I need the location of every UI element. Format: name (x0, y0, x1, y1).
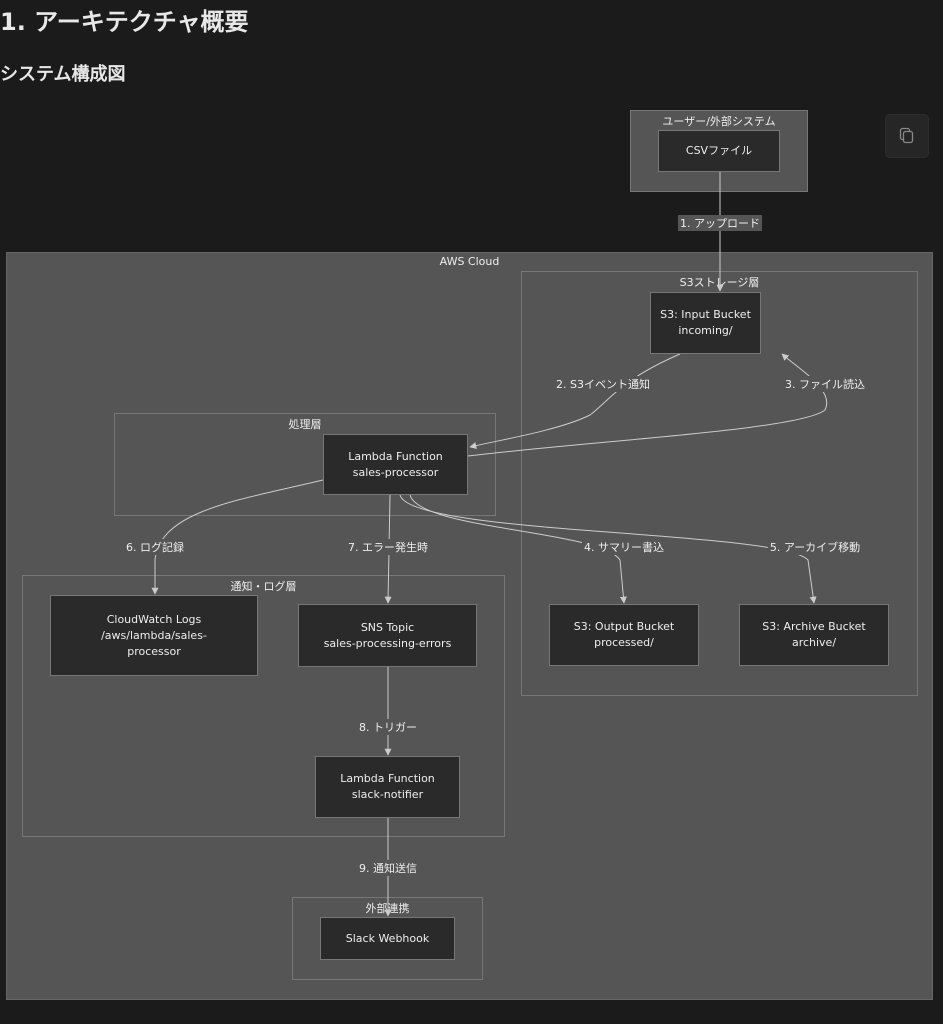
edge-label-2: 2. S3イベント通知 (554, 376, 652, 392)
node-text: archive/ (791, 636, 837, 649)
node-lambda-sales-processor[interactable]: Lambda Function sales-processor (323, 434, 468, 495)
edge-label-7: 7. エラー発生時 (346, 539, 430, 555)
node-text: S3: Archive Bucket (762, 620, 866, 633)
group-processing: 処理層 (114, 413, 496, 516)
node-sns-topic[interactable]: SNS Topic sales-processing-errors (298, 604, 477, 667)
node-text: /aws/lambda/sales- (101, 628, 207, 642)
node-csv-file[interactable]: CSVファイル (658, 130, 780, 172)
node-text: slack-notifier (351, 788, 424, 801)
node-text: Lambda Function (340, 772, 435, 785)
node-archive-bucket[interactable]: S3: Archive Bucket archive/ (739, 604, 889, 666)
node-text: CloudWatch Logs (106, 612, 202, 626)
group-aws-label: AWS Cloud (439, 255, 500, 268)
copy-icon (899, 127, 914, 144)
edge-label-6: 6. ログ記録 (124, 539, 186, 555)
node-text: CSVファイル (685, 144, 753, 157)
copy-button[interactable] (885, 114, 929, 158)
group-notify-label: 通知・ログ層 (230, 580, 297, 593)
node-text: Slack Webhook (345, 931, 430, 945)
edge-label-9: 9. 通知送信 (357, 860, 419, 876)
edge-6 (151, 479, 324, 595)
edge-label-3: 3. ファイル読込 (783, 376, 867, 392)
group-processing-label: 処理層 (288, 418, 322, 431)
node-text: sales-processing-errors (323, 636, 452, 650)
group-s3-label: S3ストレージ層 (679, 276, 760, 289)
edge-label-5: 5. アーカイブ移動 (767, 539, 863, 555)
node-slack-webhook[interactable]: Slack Webhook (320, 917, 455, 960)
edge-label-4: 4. サマリー書込 (582, 539, 666, 555)
edge-3 (467, 353, 828, 457)
node-text: sales-processor (352, 465, 439, 479)
node-text: S3: Input Bucket (660, 308, 751, 321)
edge-label-1: 1. アップロード (678, 215, 762, 231)
page-title: 1. アーキテクチャ概要 (0, 8, 249, 36)
node-text: incoming/ (678, 324, 733, 337)
node-text: processor (127, 644, 181, 658)
edge-label-8: 8. トリガー (357, 719, 419, 735)
node-text: S3: Output Bucket (573, 620, 675, 633)
node-lambda-slack-notifier[interactable]: Lambda Function slack-notifier (315, 756, 460, 818)
group-notify: 通知・ログ層 (22, 575, 505, 837)
node-text: processed/ (594, 636, 654, 649)
node-text: Lambda Function (348, 449, 443, 463)
edge-2 (469, 353, 681, 449)
section-title: システム構成図 (0, 64, 126, 85)
group-user-label: ユーザー/外部システム (662, 115, 776, 128)
node-input-bucket[interactable]: S3: Input Bucket incoming/ (650, 292, 761, 354)
node-output-bucket[interactable]: S3: Output Bucket processed/ (549, 604, 699, 666)
node-cloudwatch-logs[interactable]: CloudWatch Logs/aws/lambda/sales-process… (50, 595, 258, 676)
node-text: SNS Topic (360, 620, 415, 634)
